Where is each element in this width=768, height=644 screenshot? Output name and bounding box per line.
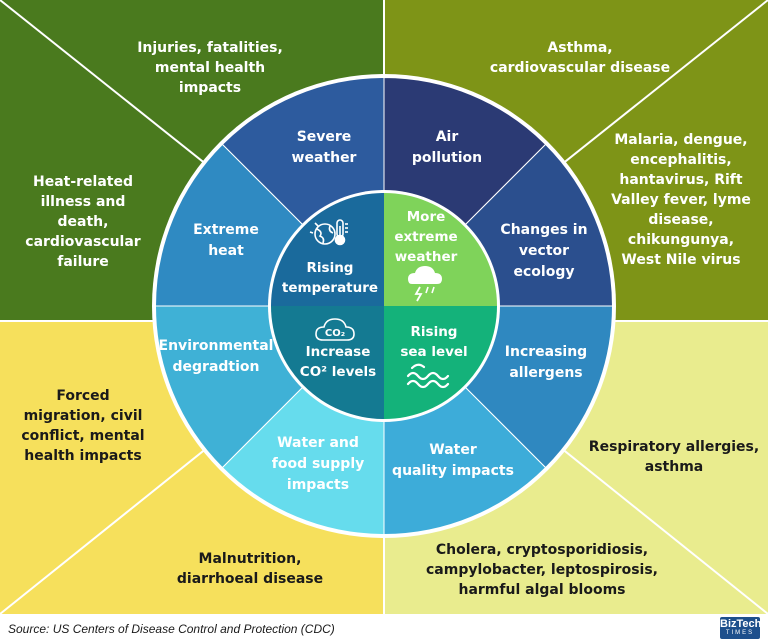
label-more-extreme-weather: More extreme weather — [394, 209, 458, 265]
label-increasing-allergens: Increasing allergens — [504, 344, 588, 381]
co2-icon-label: CO₂ — [325, 328, 345, 339]
label-water-food-supply: Water and food supply impacts — [271, 435, 365, 493]
logo-main-text: BizTech — [720, 618, 762, 630]
label-extreme-heat: Extreme heat — [193, 222, 259, 259]
label-increase-co2: Increase CO² levels — [299, 344, 377, 380]
logo-sub-text: TIMES — [725, 630, 755, 636]
label-severe-weather: Severe weather — [291, 129, 357, 166]
co2-cloud-icon: CO₂ — [315, 318, 355, 341]
globe-thermometer-icon — [309, 219, 348, 246]
text-vector-diseases: Malaria, dengue, encephalitis, hantaviru… — [611, 132, 751, 268]
text-asthma-cardiovascular: Asthma, cardiovascular disease — [489, 40, 671, 76]
text-malnutrition: Malnutrition, diarrhoeal disease — [176, 551, 324, 587]
core-rising-temperature — [271, 193, 384, 306]
text-respiratory-allergies: Respiratory allergies, asthma — [588, 439, 760, 475]
core-rising-sea-level — [384, 306, 497, 419]
text-waterborne-diseases: Cholera, cryptosporidiosis, campylobacte… — [426, 542, 658, 598]
label-rising-sea-level: Rising sea level — [400, 324, 468, 360]
label-rising-temperature: Rising temperature — [281, 260, 379, 296]
biztech-logo: BizTech TIMES — [720, 617, 762, 639]
storm-cloud-icon — [408, 266, 442, 302]
label-water-quality: Water quality impacts — [392, 442, 514, 479]
text-injuries-fatalities: Injuries, fatalities, mental health impa… — [137, 40, 283, 96]
text-heat-related-illness: Heat-related illness and death, cardiova… — [25, 174, 141, 270]
label-vector-ecology: Changes in vector ecology — [500, 222, 588, 280]
label-air-pollution: Air pollution — [411, 129, 483, 166]
text-forced-migration: Forced migration, civil conflict, mental… — [21, 388, 145, 464]
label-environmental-degradation: Environmental degradtion — [158, 338, 274, 375]
source-caption: Source: US Centers of Disease Control an… — [8, 622, 335, 636]
waves-icon — [406, 363, 450, 389]
core-increase-co2 — [271, 306, 384, 419]
